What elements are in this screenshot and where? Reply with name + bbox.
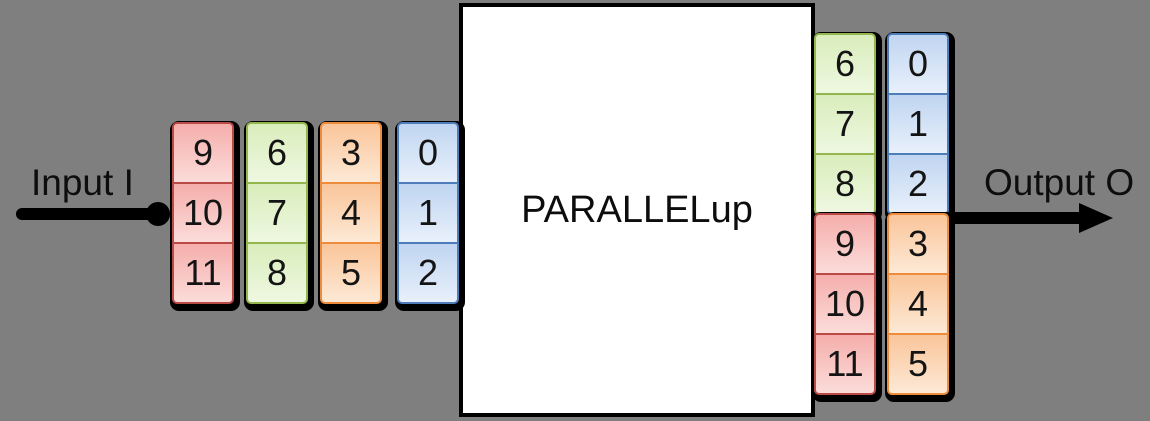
stream-cell: 8 (814, 153, 876, 215)
output-column-a-red-segment: 9 10 11 (814, 213, 876, 395)
stream-cell: 7 (814, 93, 876, 155)
input-column-red: 9 10 11 (172, 122, 234, 304)
stream-cell: 10 (172, 182, 234, 244)
stream-cell: 6 (246, 122, 308, 184)
stream-cell: 5 (320, 242, 382, 304)
input-column-blue: 0 1 2 (397, 122, 459, 304)
stream-cell: 8 (246, 242, 308, 304)
stream-cell: 2 (887, 153, 949, 215)
stream-cell: 11 (814, 333, 876, 395)
stream-cell: 10 (814, 273, 876, 335)
input-column-orange: 3 4 5 (320, 122, 382, 304)
input-label: Input I (31, 162, 134, 203)
stream-cell: 6 (814, 33, 876, 95)
input-arrow-head-icon (146, 202, 170, 226)
stream-cell: 11 (172, 242, 234, 304)
input-arrow-line (16, 208, 154, 220)
stream-cell: 9 (172, 122, 234, 184)
stream-cell: 3 (887, 213, 949, 275)
output-label: Output O (984, 162, 1135, 203)
stream-cell: 9 (814, 213, 876, 275)
stream-cell: 0 (397, 122, 459, 184)
output-arrow-line (948, 212, 1086, 224)
output-column-a-green-segment: 6 7 8 (814, 33, 876, 215)
processor-box: PARALLELup (459, 3, 815, 417)
stream-cell: 4 (320, 182, 382, 244)
stream-cell: 5 (887, 333, 949, 395)
stream-cell: 0 (887, 33, 949, 95)
stream-cell: 2 (397, 242, 459, 304)
input-column-green: 6 7 8 (246, 122, 308, 304)
output-column-b-orange-segment: 3 4 5 (887, 213, 949, 395)
output-column-b-blue-segment: 0 1 2 (887, 33, 949, 215)
stream-cell: 1 (397, 182, 459, 244)
processor-label: PARALLELup (521, 189, 753, 231)
stream-cell: 7 (246, 182, 308, 244)
output-arrow-head-icon (1079, 203, 1113, 233)
stream-cell: 1 (887, 93, 949, 155)
stream-cell: 3 (320, 122, 382, 184)
stream-cell: 4 (887, 273, 949, 335)
